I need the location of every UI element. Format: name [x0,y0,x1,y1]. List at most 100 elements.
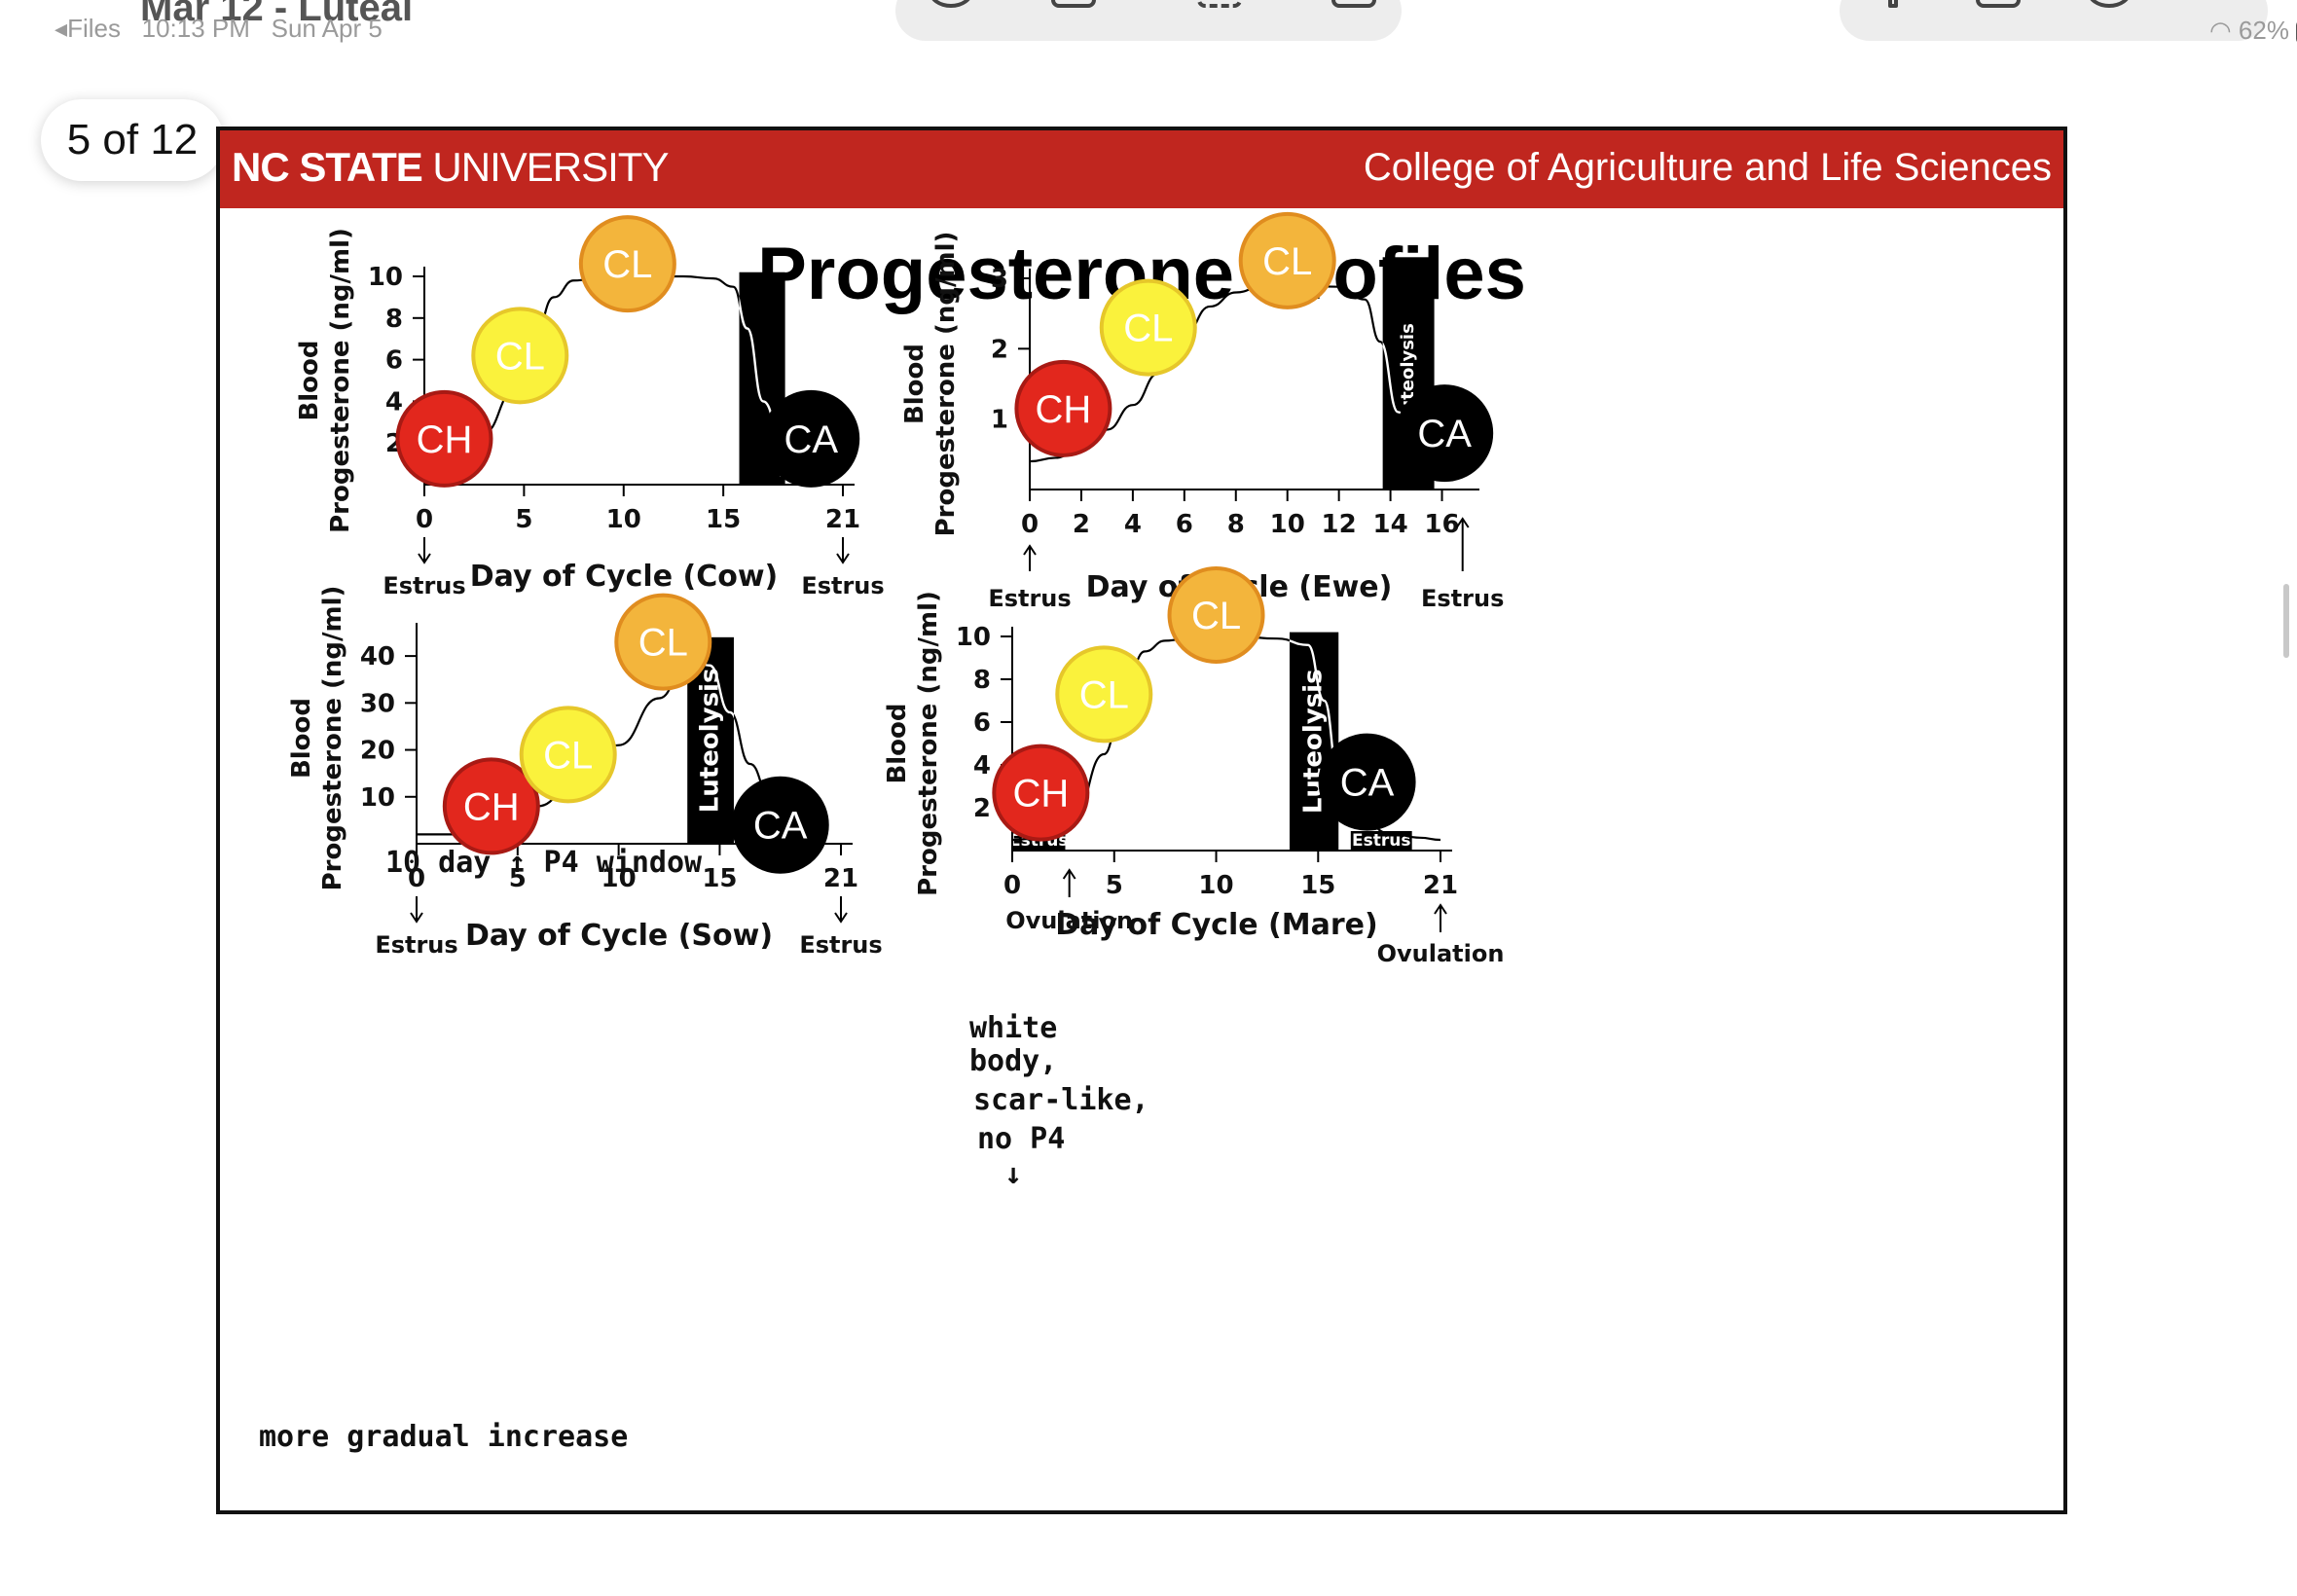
x-tick-label: 10 [602,864,637,893]
text-cursor-icon[interactable] [1888,0,1898,8]
estrus-label: Estrus [988,585,1071,612]
y-tick-label: 10 [360,783,395,813]
back-chevron-icon[interactable]: ◂ [55,14,68,43]
x-tick-label: 5 [509,864,527,893]
search-icon[interactable] [2087,0,2132,8]
lasso-tool-icon[interactable] [1197,0,1242,8]
y-tick-label: 6 [973,708,991,738]
battery-status: ◠ 62% [2209,16,2297,46]
x-tick-label: 5 [515,505,532,534]
y-axis-label-line2: Progesterone (ng/ml) [931,232,961,537]
structure-cl-circle [1099,278,1197,377]
structure-label: CA [1340,762,1395,805]
handwritten-side-note-1: white [969,1011,1057,1045]
markup-tool-group [895,0,1402,41]
y-tick-label: 3 [991,265,1008,294]
x-tick-label: 15 [702,864,737,893]
x-tick-label: 10 [1270,510,1305,539]
structure-cl-circle [578,215,676,313]
y-axis-label-line1: Blood [295,340,324,420]
x-tick-label: 12 [1322,510,1357,539]
university-name: NC STATE UNIVERSITY [232,144,669,190]
document-title[interactable]: Mar 12 - Luteal [140,0,414,29]
structure-label: CL [1191,595,1241,637]
structure-ch-circle [395,389,493,488]
x-tick-label: 15 [1300,871,1335,900]
ovulation-label: Ovulation [1377,940,1505,967]
status-date: Sun Apr 5 [271,14,383,43]
marker-arrowhead [1023,544,1037,556]
x-tick-label: 21 [823,864,858,893]
slide-page: NC STATE UNIVERSITY College of Agricultu… [216,127,2067,1514]
estrus-label: Estrus [799,931,882,959]
x-tick-label: 21 [825,505,860,534]
estrus-label: Estrus [801,572,884,599]
estrus-label: Estrus [383,572,465,599]
structure-label: CL [602,243,652,286]
back-link[interactable]: Files [67,14,121,43]
x-tick-label: 10 [606,505,641,534]
y-tick-label: 6 [385,346,403,376]
handwritten-side-note-4: no P4 [977,1122,1065,1156]
progesterone-curve-white [739,296,785,445]
edit-tool-group [1840,0,2268,41]
structure-label: CH [1012,773,1069,816]
x-tick-label: 0 [408,864,425,893]
x-axis-label: Day of Cycle (Mare) [1055,908,1377,942]
x-tick-label: 0 [1003,871,1021,900]
structure-cl-circle [614,593,712,691]
marker-arrowhead [418,553,431,564]
structure-label: CL [543,734,593,777]
marker-arrowhead [1434,903,1447,915]
marker-arrowhead [836,553,850,564]
page-tool-icon[interactable] [1331,0,1376,8]
progesterone-charts: 05101521246810lysisDay of Cycle (Cow)Blo… [259,211,1505,1454]
structure-cl-circle [1238,211,1336,309]
x-tick-label: 2 [1073,510,1090,539]
structure-ch-circle [1014,359,1112,457]
x-tick-label: 21 [1423,871,1458,900]
y-tick-label: 20 [360,737,395,766]
estrus-bar [1350,831,1412,851]
estrus-label: Estrus [1421,585,1504,612]
structure-label: CH [417,418,473,461]
y-axis-label-line2: Progesterone (ng/ml) [326,228,355,533]
handwritten-note-sow: more gradual increase [259,1420,628,1454]
top-toolbar: Mar 12 - Luteal ◂Files 10:13 PM Sun Apr … [0,0,2297,58]
structure-ca-circle [762,389,860,488]
y-tick-label: 1 [991,406,1008,435]
y-tick-label: 4 [973,751,991,780]
status-time: 10:13 PM [141,14,250,43]
keyboard-tool-icon[interactable] [1051,0,1096,8]
x-tick-label: 0 [1021,510,1039,539]
y-axis-label-line1: Blood [883,703,912,783]
structure-ca-circle [1318,733,1416,831]
estrus-bar-label: Estrus [1352,831,1410,851]
x-tick-label: 6 [1176,510,1193,539]
handwritten-side-note-3: scar-like, [973,1083,1149,1117]
scrollbar-handle[interactable] [2283,584,2289,658]
y-tick-label: 2 [973,794,991,823]
x-axis-label: Day of Cycle (Sow) [465,919,773,953]
ovulation-label: Ovulation [1005,907,1133,934]
structure-cl-circle [1055,645,1153,744]
wifi-icon: ◠ [2209,16,2232,45]
marker-arrowhead [1455,517,1470,528]
y-tick-label: 8 [385,305,403,334]
pen-tool-icon[interactable] [929,0,973,8]
structure-label: CL [1123,308,1173,350]
luteolysis-bar [1289,632,1339,851]
structure-ca-circle [731,776,829,874]
share-icon[interactable] [1976,0,2021,8]
marker-arrowhead [834,912,848,924]
x-tick-label: 15 [706,505,741,534]
y-tick-label: 10 [368,263,403,292]
x-axis-label: Day of Cycle (Cow) [470,560,779,594]
structure-label: CA [753,805,808,848]
y-tick-label: 4 [385,387,403,417]
y-axis-label-line2: Progesterone (ng/ml) [318,586,347,891]
x-tick-label: 16 [1424,510,1459,539]
structure-cl-circle [471,307,569,405]
x-tick-label: 5 [1106,871,1123,900]
